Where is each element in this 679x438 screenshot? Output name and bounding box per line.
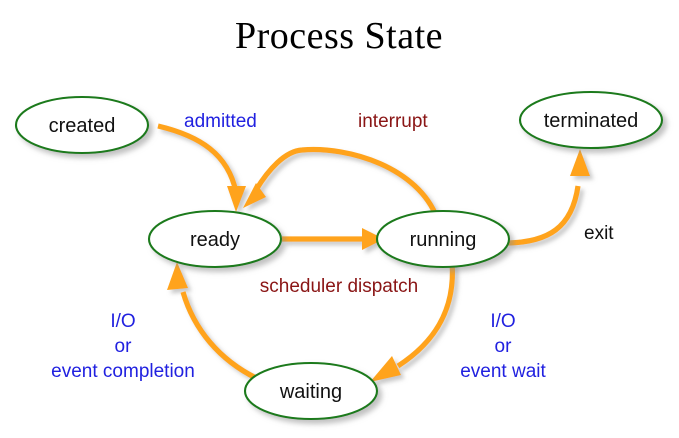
node-terminated-ellipse[interactable] — [518, 90, 664, 150]
node-waiting-ellipse[interactable] — [243, 361, 379, 421]
edge-path-running-ready — [253, 146, 440, 219]
node-waiting-label: waiting — [279, 381, 342, 403]
edge-label-io-event-completion-line1: I/O — [110, 311, 135, 332]
node-waiting[interactable]: waiting — [243, 361, 379, 421]
edge-label-io-event-completion: I/O or event completion — [51, 311, 195, 382]
node-ready-ellipse[interactable] — [147, 209, 283, 269]
edges-layer — [157, 123, 590, 382]
edge-label-exit: exit — [584, 223, 614, 244]
edge-running-ready — [243, 146, 440, 219]
edge-path-running-waiting — [396, 261, 456, 369]
node-created[interactable]: created — [14, 95, 150, 155]
arrowhead-running-terminated — [570, 149, 590, 176]
edge-label-io-event-completion-line2: or — [115, 336, 133, 357]
edge-label-admitted: admitted — [184, 111, 257, 132]
edge-label-scheduler-dispatch: scheduler dispatch — [260, 276, 418, 297]
node-terminated-label: terminated — [544, 110, 639, 132]
node-ready-label: ready — [190, 229, 240, 251]
nodes-layer: created terminated ready running waiting — [14, 90, 664, 421]
edge-waiting-ready — [167, 262, 258, 381]
edge-label-io-event-completion-line3: event completion — [51, 361, 195, 382]
arrowhead-running-waiting — [370, 356, 401, 382]
node-terminated[interactable]: terminated — [518, 90, 664, 150]
page-title: Process State — [235, 15, 443, 57]
edge-label-io-event-wait-line2: or — [495, 336, 513, 357]
arrowhead-running-ready — [243, 183, 266, 208]
node-running-label: running — [410, 229, 477, 251]
node-created-ellipse[interactable] — [14, 95, 150, 155]
edge-labels-layer: admitted interrupt scheduler dispatch ex… — [51, 111, 614, 382]
arrowhead-waiting-ready — [167, 262, 188, 290]
edge-label-io-event-wait-line3: event wait — [460, 361, 546, 382]
edge-path-waiting-ready — [180, 291, 258, 381]
edge-path-running-terminated — [507, 185, 581, 246]
edge-label-io-event-wait: I/O or event wait — [460, 311, 546, 382]
arrowhead-created-ready — [227, 186, 246, 212]
edge-created-ready — [157, 123, 246, 212]
node-ready[interactable]: ready — [147, 209, 283, 269]
node-created-label: created — [49, 115, 116, 137]
node-running[interactable]: running — [375, 209, 511, 269]
edge-running-terminated — [507, 149, 590, 246]
arrowhead-ready-running — [362, 228, 384, 250]
edge-running-waiting — [370, 261, 456, 382]
edge-path-created-ready — [157, 123, 239, 193]
node-running-ellipse[interactable] — [375, 209, 511, 269]
edge-label-interrupt: interrupt — [358, 111, 428, 132]
edge-ready-running — [282, 228, 384, 250]
edge-label-io-event-wait-line1: I/O — [490, 311, 515, 332]
